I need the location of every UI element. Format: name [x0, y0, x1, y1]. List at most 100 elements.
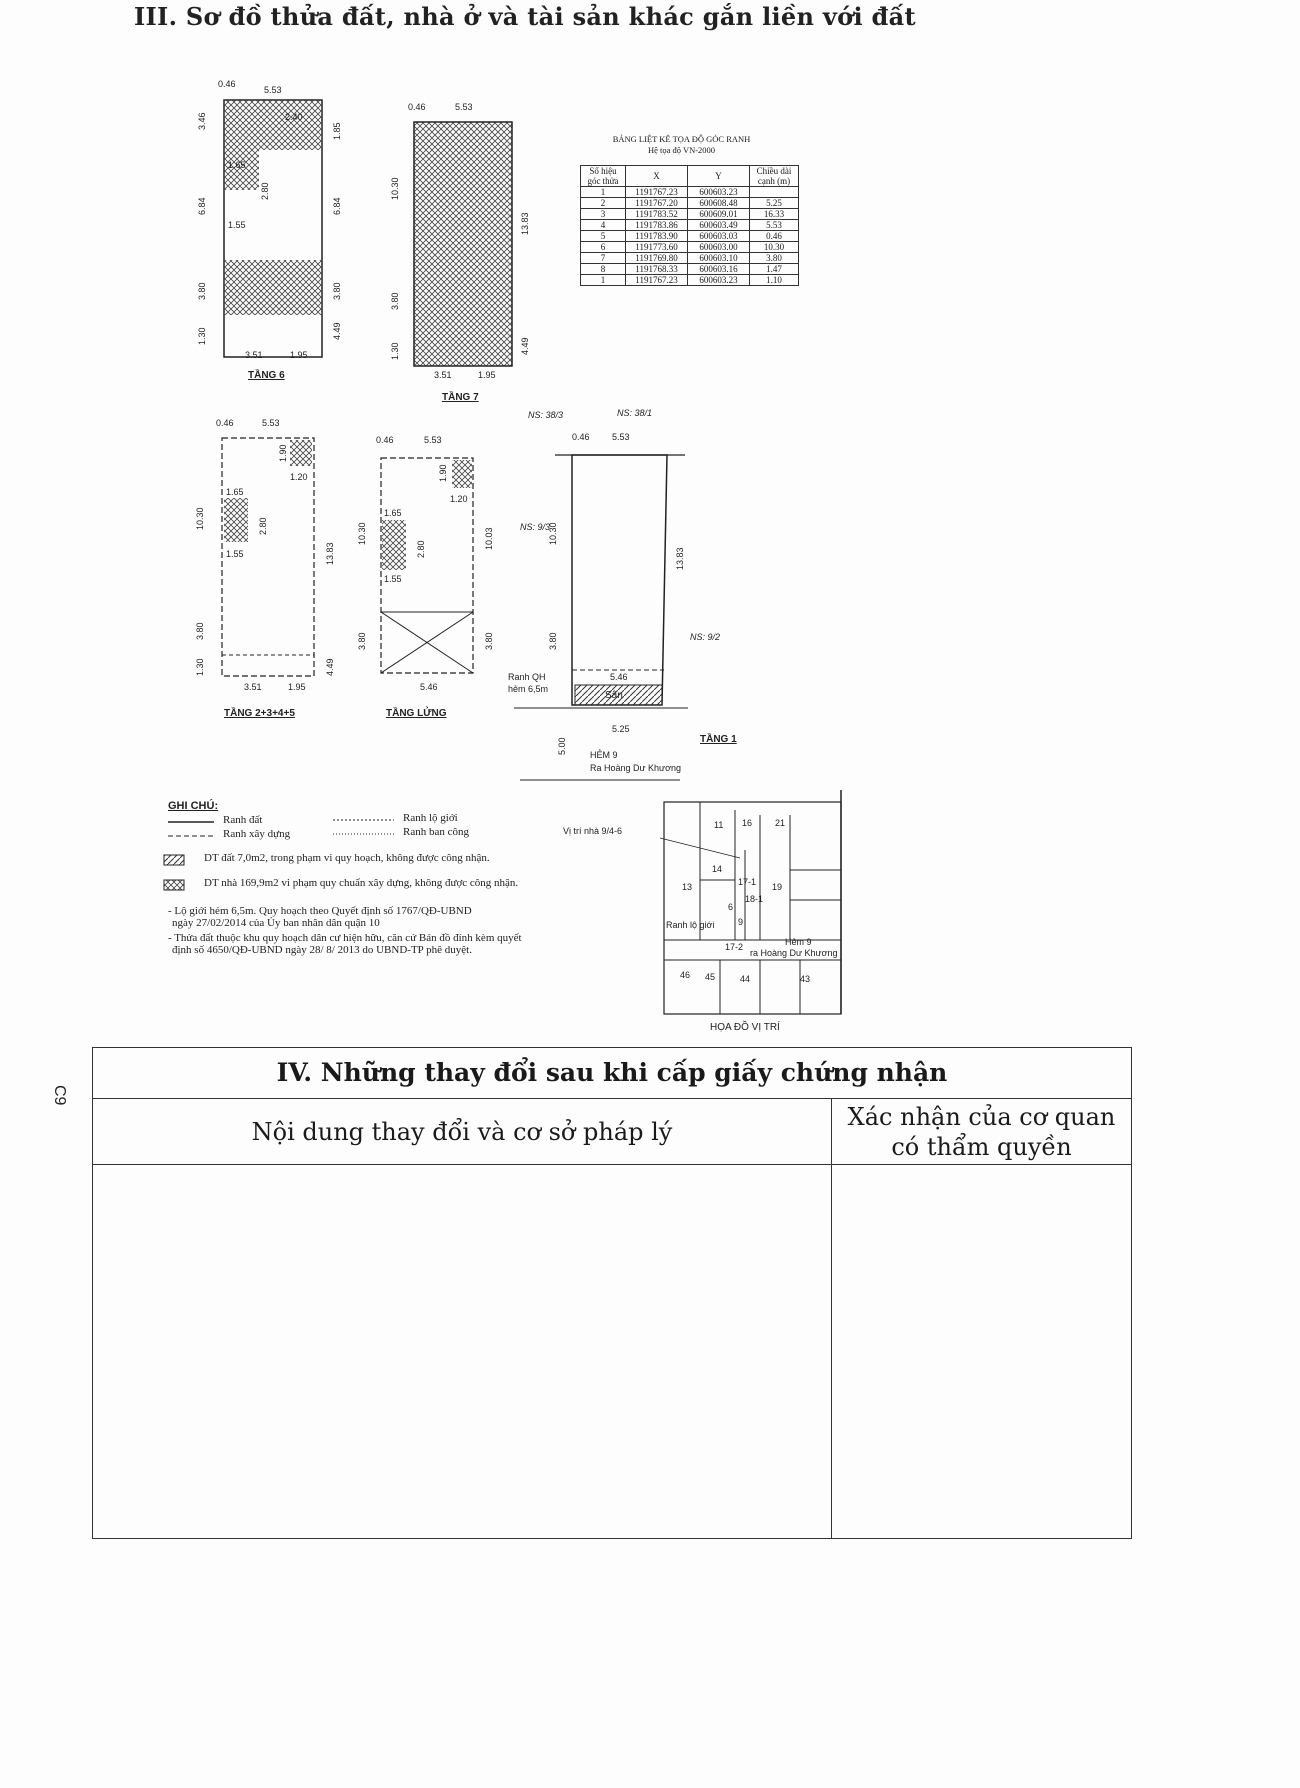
hem9-label: Hẻm 9 [785, 937, 812, 947]
legend-ranh-ban-cong: Ranh ban công [403, 826, 469, 838]
lot-number: 11 [714, 820, 723, 830]
dim-label: 10.30 [548, 522, 558, 545]
coord-table: Số hiệu góc thửa X Y Chiều dài cạnh (m) … [580, 165, 799, 286]
coord-table-cell: 600603.23 [687, 186, 750, 198]
coord-table-cell: 5 [580, 230, 626, 242]
dim-label: 6.84 [197, 197, 207, 215]
floor-label: TẦNG 7 [442, 390, 479, 403]
dim-label: 13.83 [520, 212, 530, 235]
dim-label: 1.30 [390, 342, 400, 360]
dim-label: 1.55 [228, 220, 246, 230]
legend-ranh-dat: Ranh đất [223, 814, 263, 826]
dim-label: 1.30 [197, 327, 207, 345]
col-xac-nhan-line2: có thẩm quyền [891, 1132, 1072, 1161]
dim-label: 1.90 [278, 444, 288, 462]
note-line: - Thửa đất thuộc khu quy hoạch dân cư hi… [168, 932, 522, 944]
dim-label: 3.80 [197, 282, 207, 300]
floor-label: TẦNG LỬNG [386, 706, 447, 719]
dim-label: 5.25 [612, 724, 630, 734]
legend-dt-dat: DT đất 7,0m2, trong phạm vi quy hoạch, k… [204, 852, 490, 864]
coord-table-cell: 1191769.80 [625, 252, 688, 264]
section4-title: IV. Những thay đổi sau khi cấp giấy chứn… [93, 1048, 1131, 1099]
changes-content-cell [93, 1165, 832, 1538]
neighbor-label: NS: 9/3 [520, 522, 550, 532]
coord-table-cell: 600603.16 [687, 263, 750, 275]
dim-label: 2.80 [416, 540, 426, 558]
col-header: X [625, 165, 688, 187]
dim-label: 2.80 [260, 182, 270, 200]
col-header: Chiều dài cạnh (m) [749, 165, 799, 187]
floor-label: TẦNG 6 [248, 368, 285, 381]
dim-label: 2.40 [285, 112, 303, 122]
coord-table-cell: 1.10 [749, 274, 799, 286]
dim-label: 2.80 [258, 517, 268, 535]
col-header: Số hiệu góc thửa [580, 165, 626, 187]
col-xac-nhan-line1: Xác nhận của cơ quan [847, 1102, 1116, 1131]
dim-label: 3.51 [245, 350, 263, 360]
note-line: định số 4650/QĐ-UBND ngày 28/ 8/ 2013 do… [172, 944, 472, 956]
floor-tang-lung: 0.46 5.53 10.30 3.80 10.03 3.80 1.90 1.2… [357, 435, 494, 719]
dim-label: 3.80 [195, 622, 205, 640]
ranh-lo-gioi-label: Ranh lộ giới [666, 920, 714, 930]
dim-label: 10.30 [195, 507, 205, 530]
legend-ranh-xay-dung: Ranh xây dựng [223, 828, 291, 840]
dim-label: 1.95 [290, 350, 308, 360]
dim-label: 1.20 [450, 494, 468, 504]
ra-hoang-label: Ra Hoàng Dư Khương [590, 763, 681, 773]
san-label: Sân [605, 690, 623, 701]
hem9-label: HẺM 9 [590, 749, 618, 760]
neighbor-label: NS: 38/1 [617, 408, 652, 418]
dim-label: 1.20 [290, 472, 308, 482]
lot-number: 14 [712, 864, 722, 874]
coord-table-cell: 3 [580, 208, 626, 220]
coord-table-cell: 1.47 [749, 263, 799, 275]
dim-label: 4.49 [332, 322, 342, 340]
dim-label: 5.53 [424, 435, 442, 445]
coord-table-cell: 8 [580, 263, 626, 275]
dim-label: 1.65 [384, 508, 402, 518]
dim-label: 5.46 [610, 672, 628, 682]
lot-number: 16 [742, 818, 752, 828]
dim-label: 1.95 [288, 682, 306, 692]
legend-dt-nha: DT nhà 169,9m2 vi phạm quy chuẩn xây dựn… [204, 877, 519, 889]
legend-swatches [163, 819, 394, 891]
location-map: 11 16 21 13 14 19 17-1 18-1 46 45 44 43 … [563, 790, 842, 1033]
coord-table-cell: 0.46 [749, 230, 799, 242]
dim-label: 1.55 [226, 549, 244, 559]
floor-tang-6: 0.46 5.53 2.40 3.46 6.84 3.80 1.30 1.85 … [197, 79, 342, 381]
coord-table-cell: 1 [580, 274, 626, 286]
dim-label: 10.30 [357, 522, 367, 545]
floor-label: TẦNG 2+3+4+5 [224, 706, 295, 719]
dim-label: 5.00 [557, 737, 567, 755]
dim-label: 0.46 [376, 435, 394, 445]
dim-label: 1.85 [332, 122, 342, 140]
coord-table-cell: 1191783.90 [625, 230, 688, 242]
coord-table-cell: 1191773.60 [625, 241, 688, 253]
neighbor-label: NS: 9/2 [690, 632, 720, 642]
note-line: - Lộ giới hẻm 6,5m. Quy hoạch theo Quyết… [168, 905, 472, 917]
dim-label: 0.46 [216, 418, 234, 428]
coord-table-cell: 4 [580, 219, 626, 231]
margin-mark: C9 [51, 1085, 68, 1106]
note-line: ngày 27/02/2014 của Ủy ban nhân dân quận… [172, 917, 380, 929]
dim-label: 5.53 [262, 418, 280, 428]
legend-ranh-lo-gioi: Ranh lộ giới [403, 812, 458, 824]
location-map-title: HỌA ĐỒ VỊ TRÍ [710, 1020, 780, 1033]
coord-table-cell: 600603.23 [687, 274, 750, 286]
coord-table-cell: 1191767.23 [625, 274, 688, 286]
lot-number: 46 [680, 970, 690, 980]
section3-title: III. Sơ đồ thửa đất, nhà ở và tài sản kh… [134, 2, 916, 31]
coord-caption-line1: BẢNG LIỆT KÊ TỌA ĐỘ GÓC RANH [612, 134, 751, 144]
dim-label: 3.51 [434, 370, 452, 380]
coord-table-cell: 1191767.23 [625, 186, 688, 198]
dim-label: 0.46 [572, 432, 590, 442]
lot-number: 44 [740, 974, 750, 984]
dim-label: 4.49 [520, 337, 530, 355]
